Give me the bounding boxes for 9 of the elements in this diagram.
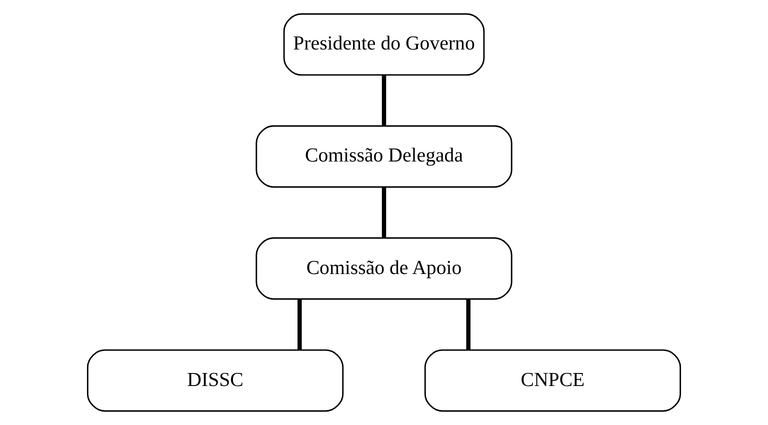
node-box: Comissão Delegada — [256, 125, 512, 188]
node-box: CNPCE — [424, 349, 682, 412]
connector — [466, 299, 470, 350]
connector — [298, 299, 302, 350]
connector — [382, 187, 386, 238]
node-box: Presidente do Governo — [283, 13, 485, 76]
connector — [382, 75, 386, 126]
node-box: DISSC — [86, 349, 344, 412]
node-box: Comissão de Apoio — [256, 237, 512, 300]
